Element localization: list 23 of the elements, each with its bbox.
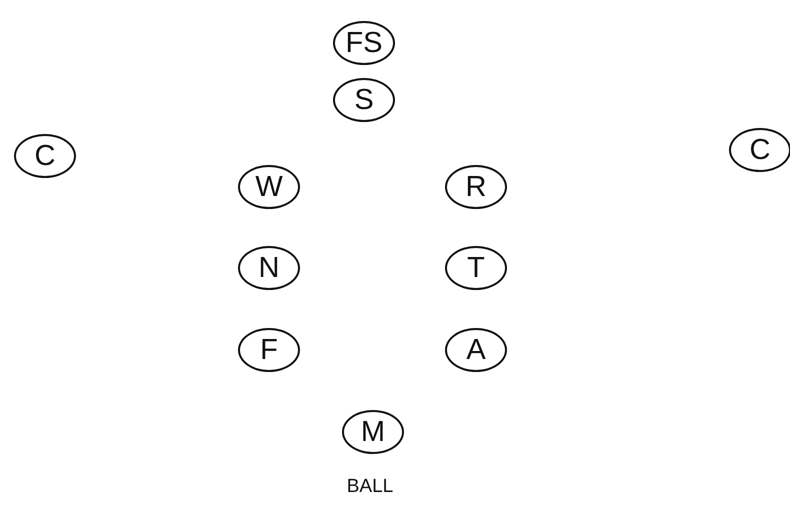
player-letter: M xyxy=(360,418,386,446)
player-circle xyxy=(14,134,76,178)
player-circle xyxy=(238,328,300,372)
ball-label: BALL xyxy=(346,476,394,498)
player-letter: T xyxy=(467,254,485,282)
player-circle xyxy=(238,165,300,209)
player-circle xyxy=(445,246,507,290)
player-circle xyxy=(729,128,790,172)
player-circle xyxy=(445,328,507,372)
player-circle xyxy=(238,246,300,290)
player-letter: N xyxy=(258,254,280,282)
player-circle xyxy=(445,165,507,209)
player-letter: C xyxy=(750,136,770,164)
player-letter: C xyxy=(34,142,56,170)
player-letter: W xyxy=(255,172,283,202)
player-letter: R xyxy=(466,172,486,202)
player-letter: F xyxy=(260,336,278,364)
player-circle xyxy=(342,410,404,454)
player-circle xyxy=(333,78,395,122)
player-letter: FS xyxy=(345,28,383,58)
player-letter: A xyxy=(466,336,486,364)
player-circle xyxy=(333,21,395,65)
player-letter: S xyxy=(354,86,374,114)
